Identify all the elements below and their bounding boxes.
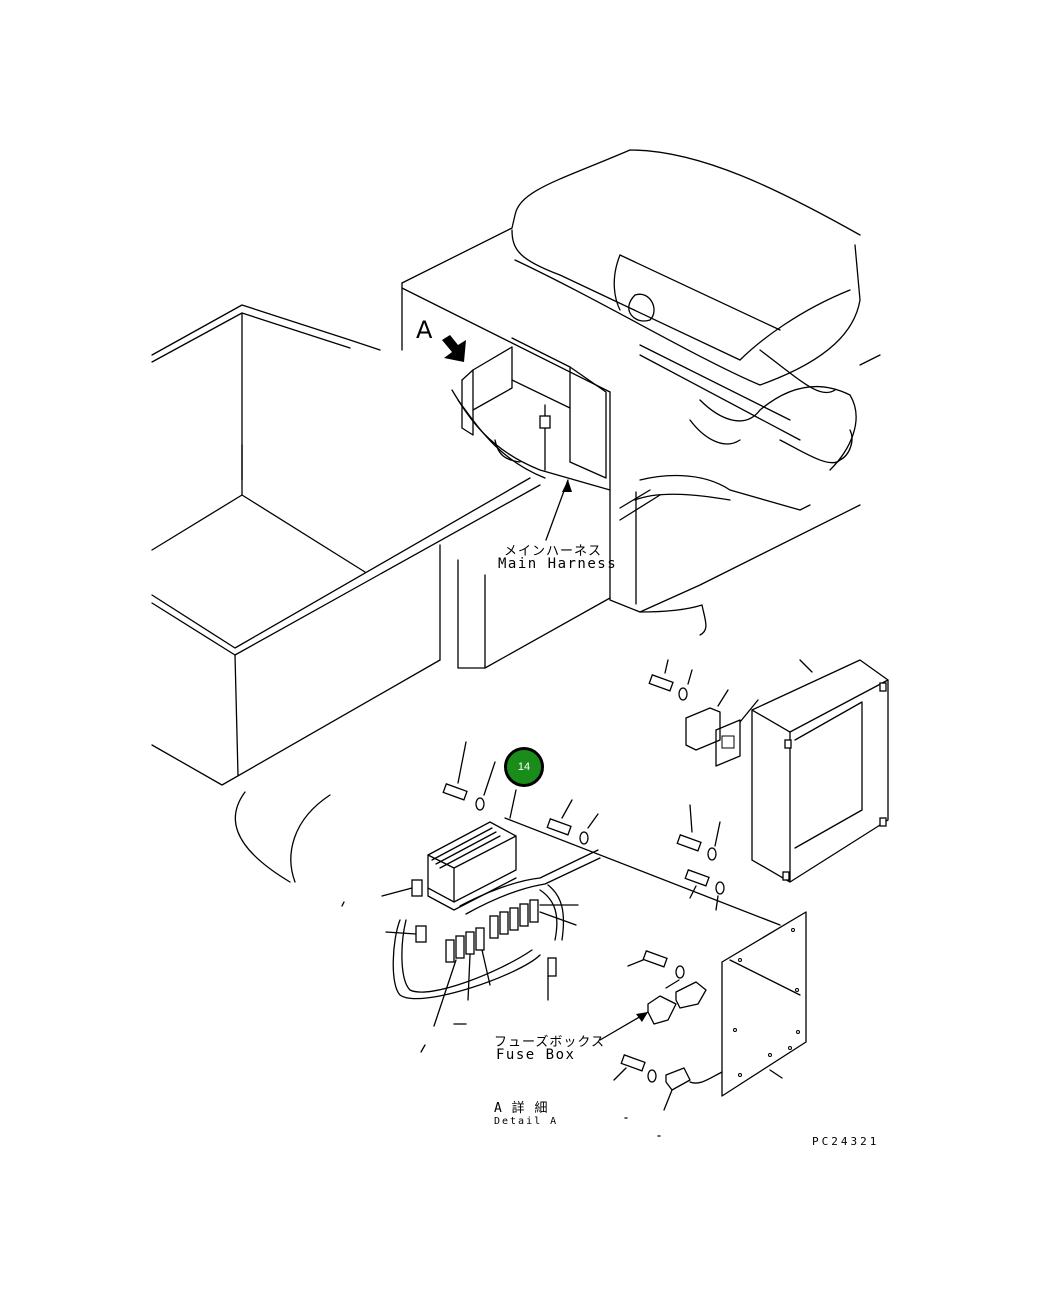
fuse-box-label-jp: フューズボックス — [494, 1035, 605, 1050]
cover-plate — [685, 689, 759, 767]
main-harness-leader — [545, 479, 572, 541]
fuse-box-cover — [751, 659, 889, 883]
detail-a-label-jp: A 詳 細 — [494, 1101, 549, 1116]
fuse-box-leader — [599, 1011, 649, 1041]
bolt-set-fuse-box — [442, 741, 685, 1083]
drawing-code: PC24321 — [812, 1135, 880, 1148]
open-tub — [151, 304, 541, 883]
view-arrow-icon — [442, 335, 466, 362]
main-harness-label-en: Main Harness — [498, 556, 618, 572]
engine-cover — [401, 149, 881, 669]
plate-connectors — [647, 981, 723, 1111]
mounting-plate — [504, 817, 807, 1097]
fuse-box-label-en: Fuse Box — [496, 1047, 576, 1063]
bolt-set-upper — [648, 659, 725, 911]
controller-module — [427, 789, 517, 911]
view-marker-a: A — [416, 316, 433, 344]
callout-14[interactable]: 14 — [504, 747, 544, 787]
main-harness-label-jp: メインハーネス — [504, 544, 603, 559]
misc-marks — [624, 1117, 661, 1137]
controller-bracket — [451, 337, 611, 491]
detail-a-label-en: Detail A — [494, 1116, 559, 1127]
relay-block — [341, 849, 601, 1053]
